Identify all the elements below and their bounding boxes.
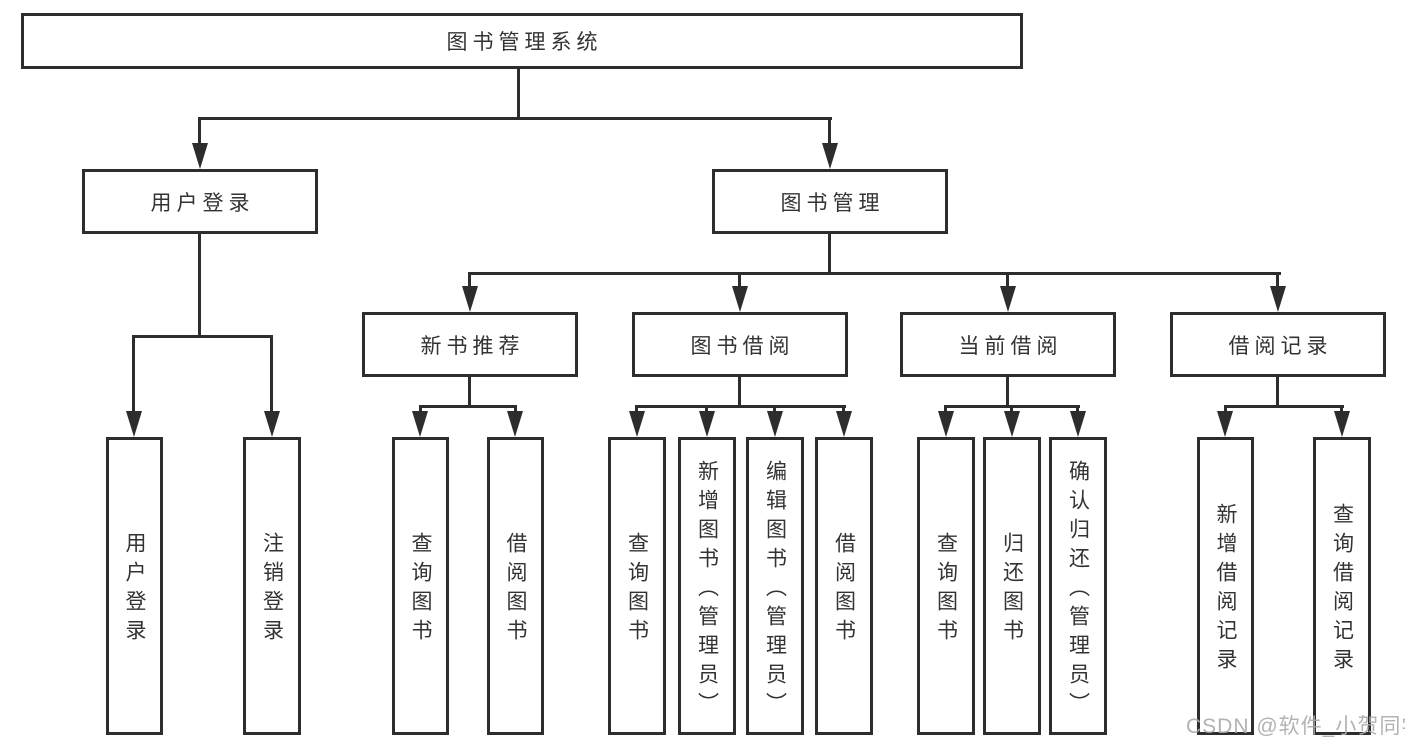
connector-line	[198, 120, 201, 144]
node-current-borrow: 当前借阅	[900, 312, 1116, 377]
leaf-user-login: 用户登录	[106, 437, 163, 735]
node-book-borrow: 图书借阅	[632, 312, 848, 377]
connector-line	[828, 234, 831, 274]
connector-line	[738, 377, 741, 406]
arrow-down-icon	[126, 411, 142, 437]
connector-line	[419, 405, 422, 411]
connector-line	[944, 405, 947, 411]
connector-line	[198, 117, 832, 120]
node-user-login: 用户登录	[82, 169, 318, 234]
arrow-down-icon	[1000, 286, 1016, 312]
leaf-return-books: 归还图书	[983, 437, 1041, 735]
leaf-add-borrow-record: 新增借阅记录	[1197, 437, 1254, 735]
arrow-down-icon	[822, 143, 838, 169]
arrow-down-icon	[462, 286, 478, 312]
connector-line	[1224, 405, 1344, 408]
leaf-query-borrow-record: 查询借阅记录	[1313, 437, 1371, 735]
connector-line	[1276, 275, 1279, 287]
connector-line	[270, 338, 273, 411]
leaf-query-books: 查询图书	[392, 437, 449, 735]
arrow-down-icon	[1004, 411, 1020, 437]
leaf-logout: 注销登录	[243, 437, 301, 735]
connector-line	[468, 272, 1281, 275]
arrow-down-icon	[1070, 411, 1086, 437]
node-borrow-records: 借阅记录	[1170, 312, 1386, 377]
arrow-down-icon	[699, 411, 715, 437]
arrow-down-icon	[938, 411, 954, 437]
arrow-down-icon	[412, 411, 428, 437]
connector-line	[738, 275, 741, 287]
arrow-down-icon	[629, 411, 645, 437]
arrow-down-icon	[264, 411, 280, 437]
connector-line	[132, 335, 273, 338]
connector-line	[419, 405, 517, 408]
arrow-down-icon	[1270, 286, 1286, 312]
arrow-down-icon	[732, 286, 748, 312]
connector-line	[1006, 377, 1009, 406]
connector-line	[514, 405, 517, 411]
leaf-edit-books-admin: 编辑图书（管理员）	[746, 437, 804, 735]
connector-line	[1076, 405, 1079, 411]
connector-line	[705, 405, 708, 411]
connector-line	[517, 69, 520, 120]
leaf-confirm-return-admin: 确认归还（管理员）	[1049, 437, 1107, 735]
arrow-down-icon	[507, 411, 523, 437]
arrow-down-icon	[836, 411, 852, 437]
connector-line	[132, 338, 135, 411]
arrow-down-icon	[1334, 411, 1350, 437]
leaf-query-books: 查询图书	[917, 437, 975, 735]
leaf-query-books: 查询图书	[608, 437, 666, 735]
leaf-borrow-books: 借阅图书	[815, 437, 873, 735]
leaf-borrow-books: 借阅图书	[487, 437, 544, 735]
connector-line	[198, 234, 201, 338]
leaf-add-books-admin: 新增图书（管理员）	[678, 437, 736, 735]
connector-line	[635, 405, 638, 411]
connector-line	[842, 405, 845, 411]
connector-line	[1006, 275, 1009, 287]
connector-line	[468, 275, 471, 287]
node-root-library-system: 图书管理系统	[21, 13, 1023, 69]
connector-line	[1340, 405, 1343, 411]
arrow-down-icon	[767, 411, 783, 437]
node-new-book-recommend: 新书推荐	[362, 312, 578, 377]
connector-line	[773, 405, 776, 411]
connector-line	[1224, 405, 1227, 411]
node-book-management: 图书管理	[712, 169, 948, 234]
connector-line	[635, 405, 846, 408]
csdn-watermark: CSDN @软件_小贺同学	[1186, 715, 1405, 738]
connector-line	[468, 377, 471, 406]
connector-line	[1010, 405, 1013, 411]
connector-line	[828, 120, 831, 144]
arrow-down-icon	[192, 143, 208, 169]
arrow-down-icon	[1217, 411, 1233, 437]
connector-line	[1276, 377, 1279, 406]
